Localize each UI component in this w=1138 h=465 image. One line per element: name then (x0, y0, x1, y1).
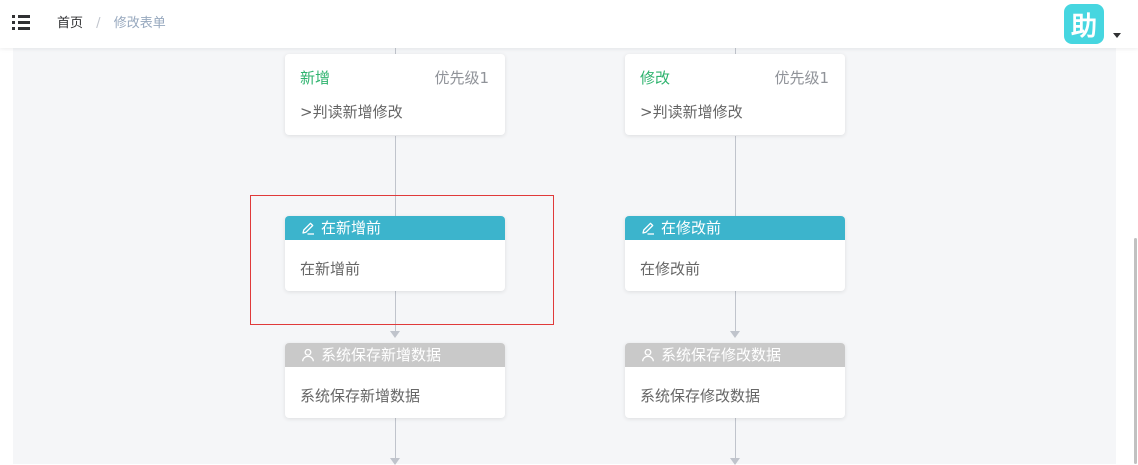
node-title: 系统保存修改数据 (661, 346, 782, 364)
edit-icon (642, 222, 654, 235)
avatar[interactable]: 助 (1064, 4, 1104, 44)
menu-toggle-icon[interactable] (12, 14, 32, 32)
node-card-before-modify[interactable]: 在修改前 在修改前 (625, 216, 845, 291)
arrow-down-icon (730, 458, 740, 465)
node-header: 系统保存新增数据 (285, 343, 505, 367)
priority-label: 优先级1 (434, 69, 489, 87)
node-header: 在新增前 (285, 216, 505, 240)
edit-icon (302, 222, 314, 235)
node-title: 在新增前 (321, 219, 382, 237)
condition-type-label: 新增 (300, 69, 331, 87)
node-title: 在修改前 (661, 219, 722, 237)
connector-line (735, 418, 736, 458)
node-card-save-modify[interactable]: 系统保存修改数据 系统保存修改数据 (625, 343, 845, 418)
node-header: 系统保存修改数据 (625, 343, 845, 367)
node-body: 在修改前 (640, 260, 701, 278)
user-icon (301, 348, 315, 362)
breadcrumb: 首页 / 修改表单 (57, 15, 166, 33)
connector-line (395, 136, 396, 216)
connector-line (395, 418, 396, 458)
connector-line (395, 291, 396, 331)
connector-line (735, 291, 736, 331)
breadcrumb-current: 修改表单 (113, 16, 166, 31)
flow-canvas (13, 48, 1116, 464)
condition-text: >判读新增修改 (640, 103, 743, 121)
arrow-down-icon (390, 331, 400, 338)
scrollbar[interactable] (1134, 238, 1137, 464)
condition-type-label: 修改 (640, 69, 671, 87)
node-card-save-add[interactable]: 系统保存新增数据 系统保存新增数据 (285, 343, 505, 418)
node-body: 在新增前 (300, 260, 361, 278)
user-icon (641, 348, 655, 362)
arrow-down-icon (730, 331, 740, 338)
node-card-before-add[interactable]: 在新增前 在新增前 (285, 216, 505, 291)
node-header: 在修改前 (625, 216, 845, 240)
arrow-down-icon (390, 458, 400, 465)
connector-line (395, 48, 396, 54)
condition-text: >判读新增修改 (300, 103, 403, 121)
breadcrumb-home-link[interactable]: 首页 (57, 16, 84, 31)
node-body: 系统保存修改数据 (640, 387, 761, 405)
connector-line (735, 48, 736, 54)
node-body: 系统保存新增数据 (300, 387, 421, 405)
priority-label: 优先级1 (774, 69, 829, 87)
top-navbar: 首页 / 修改表单 助 (0, 0, 1138, 48)
connector-line (735, 136, 736, 216)
breadcrumb-separator: / (96, 16, 101, 31)
node-title: 系统保存新增数据 (321, 346, 442, 364)
caret-down-icon[interactable] (1113, 33, 1121, 38)
condition-card-modify[interactable]: 修改 优先级1 >判读新增修改 (625, 54, 845, 135)
condition-card-add[interactable]: 新增 优先级1 >判读新增修改 (285, 54, 505, 135)
